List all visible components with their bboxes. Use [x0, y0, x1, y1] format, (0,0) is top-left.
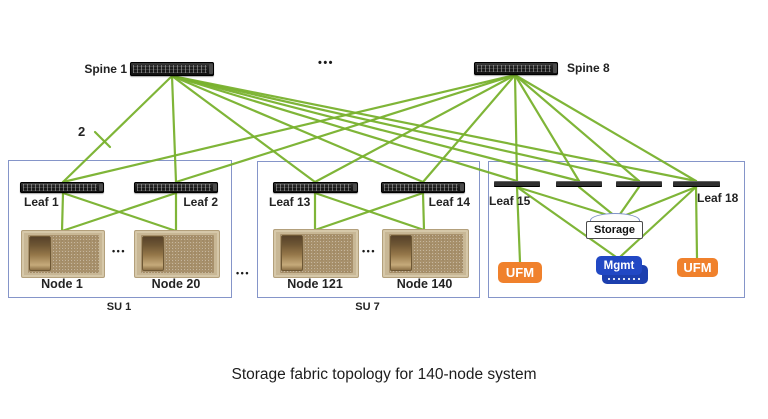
su7-box	[257, 161, 480, 298]
leaf2-switch-icon	[134, 182, 218, 193]
node121-server-icon	[273, 229, 359, 278]
leaf13-label: Leaf 13	[269, 195, 311, 209]
node20-server-icon	[134, 230, 220, 278]
between-su-ellipsis: •••	[236, 268, 250, 278]
su1-label: SU 1	[106, 301, 132, 313]
spine8-switch-icon	[474, 62, 558, 75]
node121-label: Node 121	[287, 277, 343, 291]
ufm-right-chip: UFM	[677, 258, 718, 277]
link-count-label: 2	[78, 124, 86, 139]
leaf1-label: Leaf 1	[24, 195, 59, 209]
leaf18-switch-icon	[673, 181, 720, 187]
leaf16-switch-icon	[556, 181, 602, 187]
leaf2-label: Leaf 2	[183, 195, 218, 209]
node1-label: Node 1	[41, 277, 83, 291]
node140-label: Node 140	[396, 277, 453, 291]
mgmt-chip: Mgmt	[596, 256, 642, 275]
su7-label: SU 7	[355, 301, 380, 313]
su1-node-ellipsis: •••	[112, 246, 126, 256]
node20-label: Node 20	[151, 277, 201, 291]
leaf14-switch-icon	[381, 182, 465, 193]
leaf14-label: Leaf 14	[428, 195, 470, 209]
diagram-caption: Storage fabric topology for 140-node sys…	[231, 366, 537, 383]
spine1-label: Spine 1	[84, 62, 127, 76]
leaf15-switch-icon	[494, 181, 540, 187]
su7-node-ellipsis: •••	[362, 246, 376, 256]
leaf1-switch-icon	[20, 182, 104, 193]
leaf17-switch-icon	[616, 181, 662, 187]
leaf18-label: Leaf 18	[697, 191, 739, 205]
node1-server-icon	[21, 230, 105, 278]
ufm-left-chip: UFM	[498, 262, 542, 283]
spine1-switch-icon	[130, 62, 214, 76]
su1-box	[8, 160, 232, 298]
node140-server-icon	[382, 229, 469, 278]
leaf13-switch-icon	[273, 182, 358, 193]
storage-label: Storage	[586, 221, 643, 239]
leaf15-label: Leaf 15	[489, 194, 531, 208]
spine8-label: Spine 8	[567, 61, 610, 75]
spine-ellipsis: •••	[317, 57, 335, 69]
